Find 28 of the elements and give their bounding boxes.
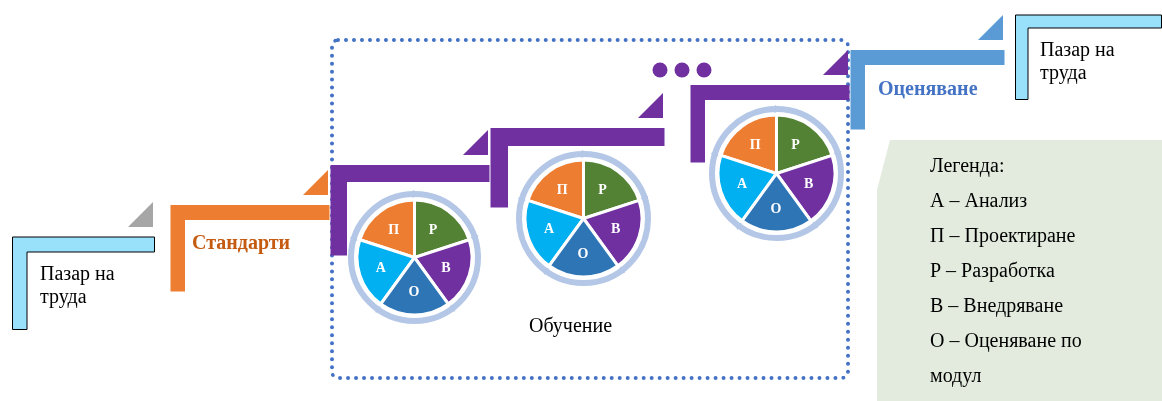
- segment-letter: А: [544, 222, 555, 237]
- segment-letter: О: [408, 285, 420, 299]
- segment-letter: П: [556, 183, 568, 198]
- segment-letter: А: [737, 177, 748, 192]
- segment-letter: В: [441, 261, 451, 276]
- segment-letter: П: [749, 138, 761, 153]
- segment-letter: О: [770, 201, 782, 216]
- legend-entry: О – Оценяване по модул: [930, 328, 1083, 389]
- segment-letter: В: [803, 177, 814, 192]
- legend-entry: В – Внедряване: [930, 293, 1064, 319]
- segment-letter: О: [577, 246, 589, 261]
- legend-entry: А – Анализ: [930, 188, 1029, 213]
- segment-letter: А: [375, 261, 386, 276]
- segment-letter: Р: [598, 183, 607, 198]
- dotted-frame: [330, 38, 850, 380]
- legend-title: Легенда:: [930, 153, 1006, 179]
- legend-entry: П – Проектиране: [930, 223, 1077, 249]
- legend-panel: [877, 140, 1162, 401]
- frame-label: Обучение: [529, 314, 613, 337]
- step-label: Пазар на труда: [40, 262, 116, 308]
- segment-letter: В: [610, 222, 621, 237]
- step-label: Пазар на труда: [1040, 38, 1116, 84]
- step-label: Стандарти: [192, 231, 292, 254]
- segment-letter: Р: [791, 138, 800, 153]
- legend-entry: Р – Разработка: [930, 258, 1056, 284]
- segment-letter: П: [388, 222, 400, 237]
- step-label: Оценяване: [878, 77, 979, 100]
- segment-letter: Р: [428, 222, 438, 237]
